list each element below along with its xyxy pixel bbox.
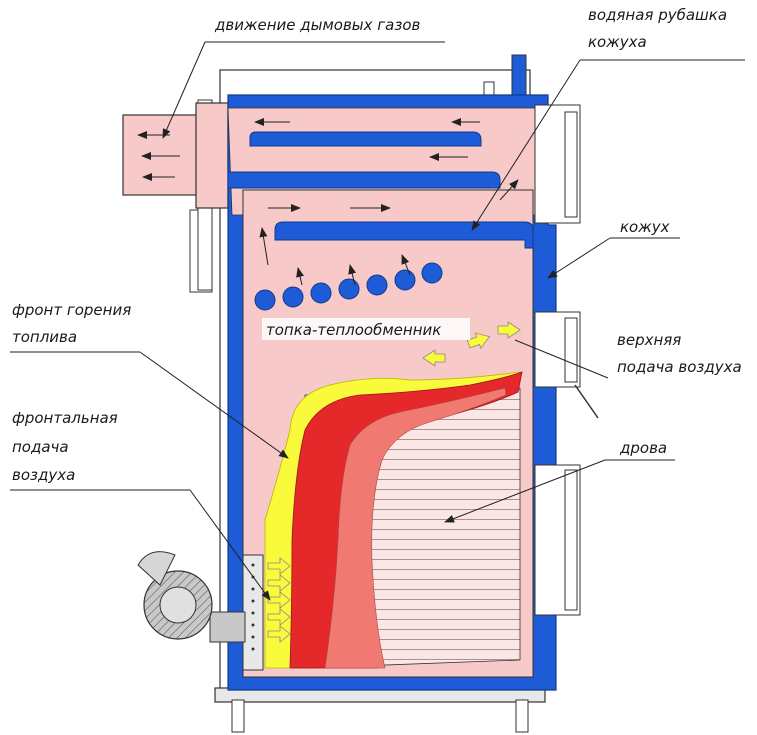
air-regulator [137, 551, 246, 643]
upper-air-arrows [422, 321, 521, 367]
air-arrow-icon [267, 625, 291, 643]
tube-icon [282, 286, 304, 308]
tube-icon [394, 269, 416, 291]
flue-collar [195, 102, 229, 209]
gas-flow-arrows [137, 118, 519, 286]
label-front-air-1: фронтальная [12, 409, 118, 427]
flue-outlet [122, 102, 229, 209]
air-door-inner [564, 317, 578, 383]
label-front-air-3: воздуха [12, 466, 75, 484]
left-leg [231, 699, 245, 733]
leader-lines [10, 41, 745, 601]
tube-icon [338, 278, 360, 300]
top-pipe [511, 54, 527, 98]
air-arrow-icon [267, 557, 291, 575]
regulator-cap [137, 551, 176, 586]
label-upper-air-1: верхняя [617, 331, 681, 349]
label-front-air-2: подача [12, 438, 69, 456]
upper-door-inner [564, 111, 578, 218]
air-arrow-icon [497, 321, 521, 339]
baffle-lower [274, 221, 534, 249]
label-firebox: топка-теплообменник [266, 321, 441, 339]
tube-icon [421, 262, 443, 284]
heat-exchanger-tubes [254, 262, 443, 311]
label-flue-gas: движение дымовых газов [214, 16, 421, 34]
label-water-jacket-1: водяная рубашка [588, 6, 727, 24]
lower-door-inner [564, 469, 578, 611]
air-arrow-icon [267, 591, 291, 609]
regulator-center [159, 586, 197, 624]
label-firewood: дрова [619, 439, 667, 457]
air-arrow-icon [422, 349, 446, 367]
baffle-middle [227, 171, 501, 189]
air-arrow-icon [466, 332, 491, 350]
air-inlet-pipe [209, 611, 246, 643]
baffle-top [249, 131, 482, 147]
label-upper-air-2: подача воздуха [617, 358, 742, 376]
label-combustion-1: фронт горения [12, 301, 131, 319]
flue-pipe [122, 114, 199, 196]
flame-salmon [324, 387, 507, 669]
right-leg [515, 699, 529, 733]
right-doors [534, 104, 599, 616]
label-combustion-2: топлива [12, 328, 77, 346]
tube-icon [254, 289, 276, 311]
tube-icon [310, 282, 332, 304]
leader-upper-air [514, 339, 609, 379]
label-casing: кожух [620, 218, 670, 236]
front-air-arrows [267, 557, 291, 643]
air-arrow-icon [267, 608, 291, 626]
air-holes [251, 563, 255, 651]
air-arrow-icon [267, 574, 291, 592]
firebox-label-bg [262, 318, 470, 340]
label-water-jacket-2: кожуха [588, 33, 647, 51]
tube-icon [366, 274, 388, 296]
